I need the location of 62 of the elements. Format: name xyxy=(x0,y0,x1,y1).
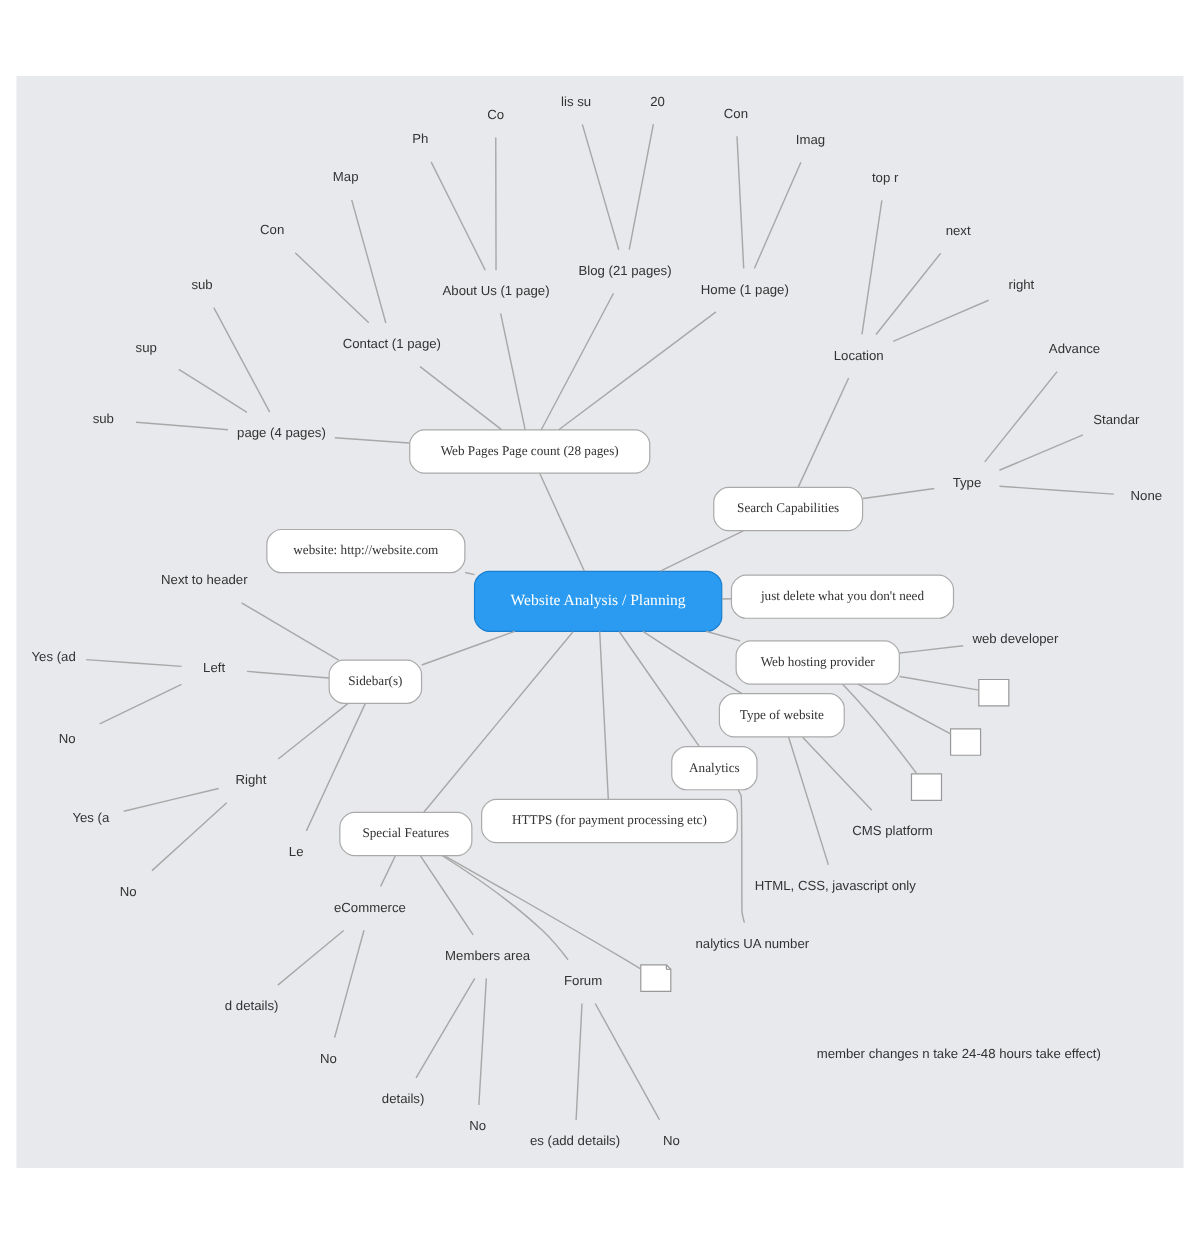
connector xyxy=(841,683,918,775)
connector xyxy=(213,306,271,413)
connector xyxy=(558,311,717,431)
connector xyxy=(333,929,365,1039)
connector xyxy=(123,787,220,812)
connector xyxy=(721,598,732,600)
connector xyxy=(85,658,183,668)
connector xyxy=(430,161,486,271)
connector xyxy=(419,365,503,431)
connector xyxy=(628,123,655,251)
connector xyxy=(98,683,183,725)
node-box xyxy=(978,678,1010,707)
connector xyxy=(294,252,370,324)
connector xyxy=(464,571,476,576)
connector xyxy=(499,312,526,431)
connector xyxy=(861,199,883,336)
connector xyxy=(598,630,610,800)
connector xyxy=(240,602,340,661)
connector xyxy=(899,645,964,654)
connector xyxy=(478,977,488,1106)
connector xyxy=(495,136,497,271)
connector xyxy=(862,487,935,500)
connector xyxy=(334,437,411,444)
connector xyxy=(797,377,850,488)
connector xyxy=(737,789,746,924)
connector xyxy=(178,368,248,414)
connector xyxy=(753,161,802,270)
connector xyxy=(998,434,1084,471)
connector xyxy=(379,855,396,888)
connector xyxy=(984,370,1058,463)
connector xyxy=(705,630,741,642)
connector xyxy=(594,1002,661,1121)
connector xyxy=(441,855,569,961)
connector xyxy=(540,292,615,431)
node-box xyxy=(950,728,982,756)
connector xyxy=(151,802,228,872)
connector xyxy=(539,472,585,572)
connector xyxy=(875,252,942,336)
connector xyxy=(277,929,345,986)
connector xyxy=(801,736,873,811)
connector xyxy=(618,630,700,747)
connector xyxy=(575,1002,583,1121)
connector xyxy=(642,630,743,695)
connector xyxy=(443,855,642,970)
connector xyxy=(898,675,980,691)
connector xyxy=(420,630,516,666)
connector xyxy=(246,670,330,679)
connector xyxy=(857,683,952,735)
connector xyxy=(787,736,830,866)
connector xyxy=(419,855,474,936)
connector xyxy=(351,199,387,324)
connector xyxy=(415,977,476,1079)
connector xyxy=(423,631,574,813)
connector xyxy=(998,485,1115,495)
connector xyxy=(135,421,229,431)
connector xyxy=(892,299,990,343)
connector xyxy=(581,123,620,251)
connector xyxy=(659,530,744,572)
node-box xyxy=(910,773,943,801)
connector xyxy=(277,702,349,760)
connector xyxy=(305,702,367,832)
connector xyxy=(736,135,745,270)
